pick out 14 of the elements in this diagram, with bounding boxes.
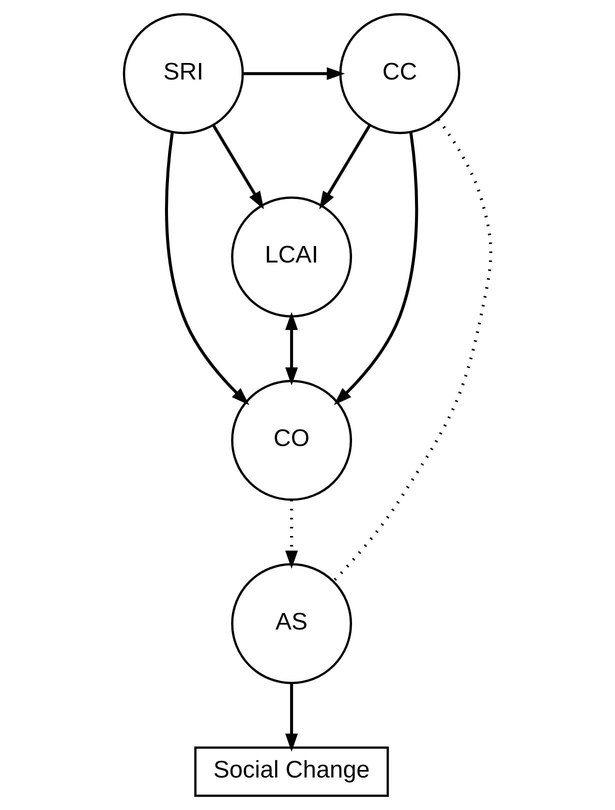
arrow	[285, 683, 298, 752]
arrow	[165, 132, 250, 406]
node-box: Social Change	[194, 746, 389, 797]
arrow	[242, 67, 345, 80]
node-circle: CC	[339, 13, 460, 134]
arrow	[285, 312, 298, 386]
node-circle: AS	[231, 563, 352, 684]
connector	[332, 118, 492, 582]
arrow	[212, 124, 264, 210]
node-circle: LCAI	[231, 196, 352, 318]
arrow	[319, 124, 371, 210]
node-circle: SRI	[122, 13, 244, 134]
arrow	[334, 132, 418, 406]
arrow	[285, 500, 298, 569]
